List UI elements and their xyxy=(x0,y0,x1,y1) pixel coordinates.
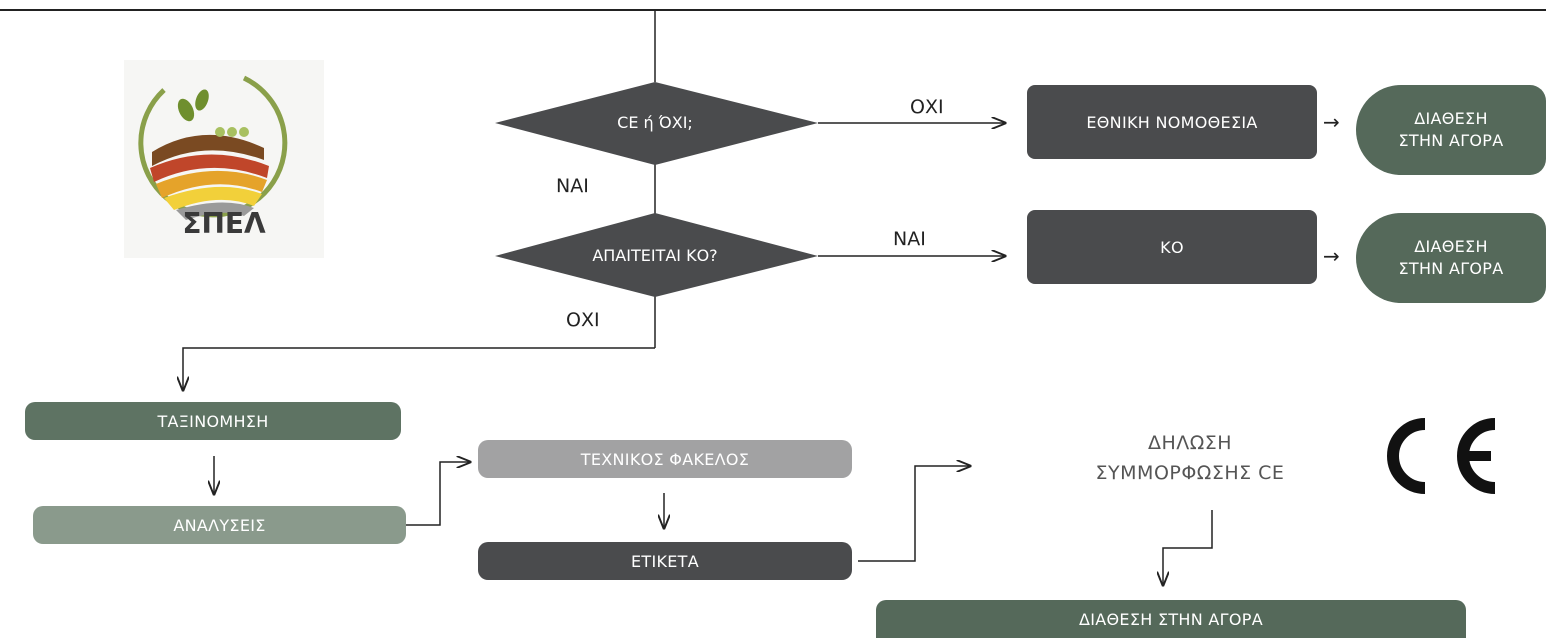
market1-line2: ΣΤΗΝ ΑΓΟΡΑ xyxy=(1398,131,1504,150)
decision2-diamond xyxy=(495,213,818,297)
declaration-line2: ΣΥΜΜΟΡΦΩΣΗΣ CE xyxy=(1095,462,1285,484)
arrow-to-market2: → xyxy=(1323,244,1340,268)
to-classification-line xyxy=(183,347,655,390)
analyses-to-tech-line xyxy=(406,462,470,526)
logo-text: ΣΠΕΛ xyxy=(182,207,266,240)
national-legislation-box: ΕΘΝΙΚΗ ΝΟΜΟΘΕΣΙΑ xyxy=(1027,85,1317,159)
declaration-text: ΔΗΛΩΣΗ ΣΥΜΜΟΡΦΩΣΗΣ CE xyxy=(1040,428,1340,488)
market-box-2: ΔΙΑΘΕΣΗ ΣΤΗΝ ΑΓΟΡΑ xyxy=(1356,213,1546,303)
edge-label-no2: ΟΧΙ xyxy=(566,309,600,331)
analyses-box: ΑΝΑΛΥΣΕΙΣ xyxy=(33,506,406,544)
market-final-box: ΔΙΑΘΕΣΗ ΣΤΗΝ ΑΓΟΡΑ xyxy=(876,600,1466,638)
market1-line1: ΔΙΑΘΕΣΗ xyxy=(1414,109,1488,128)
decision1-diamond xyxy=(495,82,818,165)
technical-file-box: ΤΕΧΝΙΚΟΣ ΦΑΚΕΛΟΣ xyxy=(478,440,852,478)
market2-line2: ΣΤΗΝ ΑΓΟΡΑ xyxy=(1398,259,1504,278)
market-box-1: ΔΙΑΘΕΣΗ ΣΤΗΝ ΑΓΟΡΑ xyxy=(1356,85,1546,175)
edge-label-no1: ΟΧΙ xyxy=(910,96,944,118)
ko-box: ΚΟ xyxy=(1027,210,1317,284)
label-box: ΕΤΙΚΕΤΑ xyxy=(478,542,852,580)
arrow-to-market1: → xyxy=(1323,110,1340,134)
spel-logo xyxy=(124,60,324,258)
classification-box: ΤΑΞΙΝΟΜΗΣΗ xyxy=(25,402,401,440)
declaration-to-market-line xyxy=(1163,510,1213,585)
label-to-declaration-line xyxy=(858,466,970,562)
ce-mark xyxy=(1387,418,1496,494)
decision1-label: CE ή ΌΧΙ; xyxy=(617,113,693,132)
decision2-label: ΑΠΑΙΤΕΙΤΑΙ ΚΟ? xyxy=(592,246,718,265)
edge-label-yes2: ΝΑΙ xyxy=(893,228,926,250)
edge-label-yes1: ΝΑΙ xyxy=(556,175,589,197)
market2-line1: ΔΙΑΘΕΣΗ xyxy=(1414,237,1488,256)
declaration-line1: ΔΗΛΩΣΗ xyxy=(1147,432,1233,454)
